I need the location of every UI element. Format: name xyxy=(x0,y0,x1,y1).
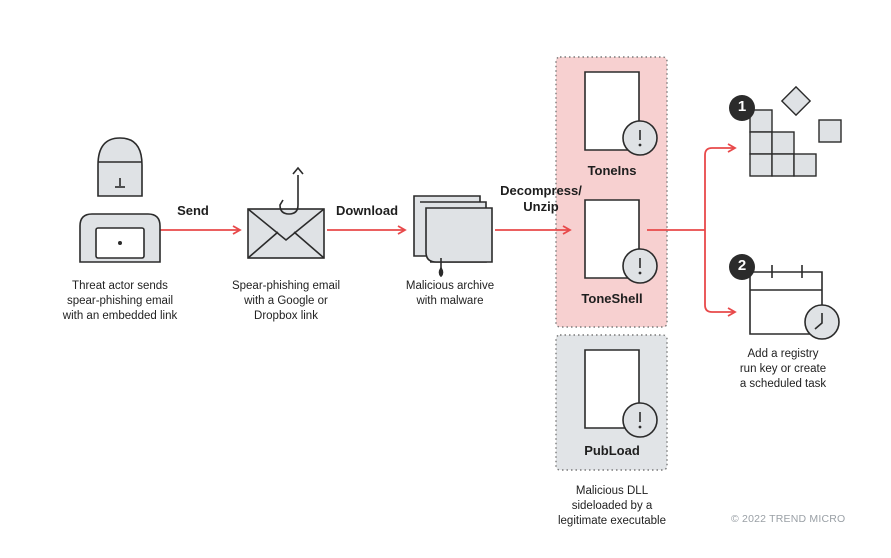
toneshell-file-icon xyxy=(584,199,658,284)
email-icon xyxy=(247,166,325,259)
archive-icon xyxy=(413,195,493,278)
archive-caption: Malicious archive with malware xyxy=(405,280,495,307)
toneins-label: ToneIns xyxy=(587,163,637,178)
email-caption: Spear-phishing email with a Google or Dr… xyxy=(231,280,341,322)
threat-actor-icon xyxy=(79,137,161,263)
branch-up-arrow xyxy=(704,143,737,230)
actor-caption: Threat actor sends spear-phishing email … xyxy=(62,280,178,322)
step-one-badge xyxy=(729,95,755,121)
dll-caption: Malicious DLL sideloaded by a legitimate… xyxy=(557,485,667,527)
toneins-file-icon xyxy=(584,71,658,156)
flow-arrows xyxy=(160,143,737,317)
modules-grid-icon xyxy=(749,85,842,177)
step-two-badge xyxy=(729,254,755,280)
pubload-label: PubLoad xyxy=(584,443,640,458)
fishing-hook-icon xyxy=(279,175,299,215)
decompress-label: Decompress/ Unzip xyxy=(500,183,582,214)
download-label: Download xyxy=(335,203,399,218)
copyright-footer: © 2022 TREND MICRO xyxy=(731,513,846,525)
step-one-number: 1 xyxy=(737,98,747,115)
pubload-file-icon xyxy=(584,349,658,438)
step-two-number: 2 xyxy=(737,257,747,274)
branch-down-arrow xyxy=(704,230,737,317)
toneshell-label: ToneShell xyxy=(581,291,643,306)
calendar-clock-icon xyxy=(749,265,840,340)
persistence-caption: Add a registry run key or create a sched… xyxy=(739,348,827,390)
send-label: Send xyxy=(177,203,209,218)
